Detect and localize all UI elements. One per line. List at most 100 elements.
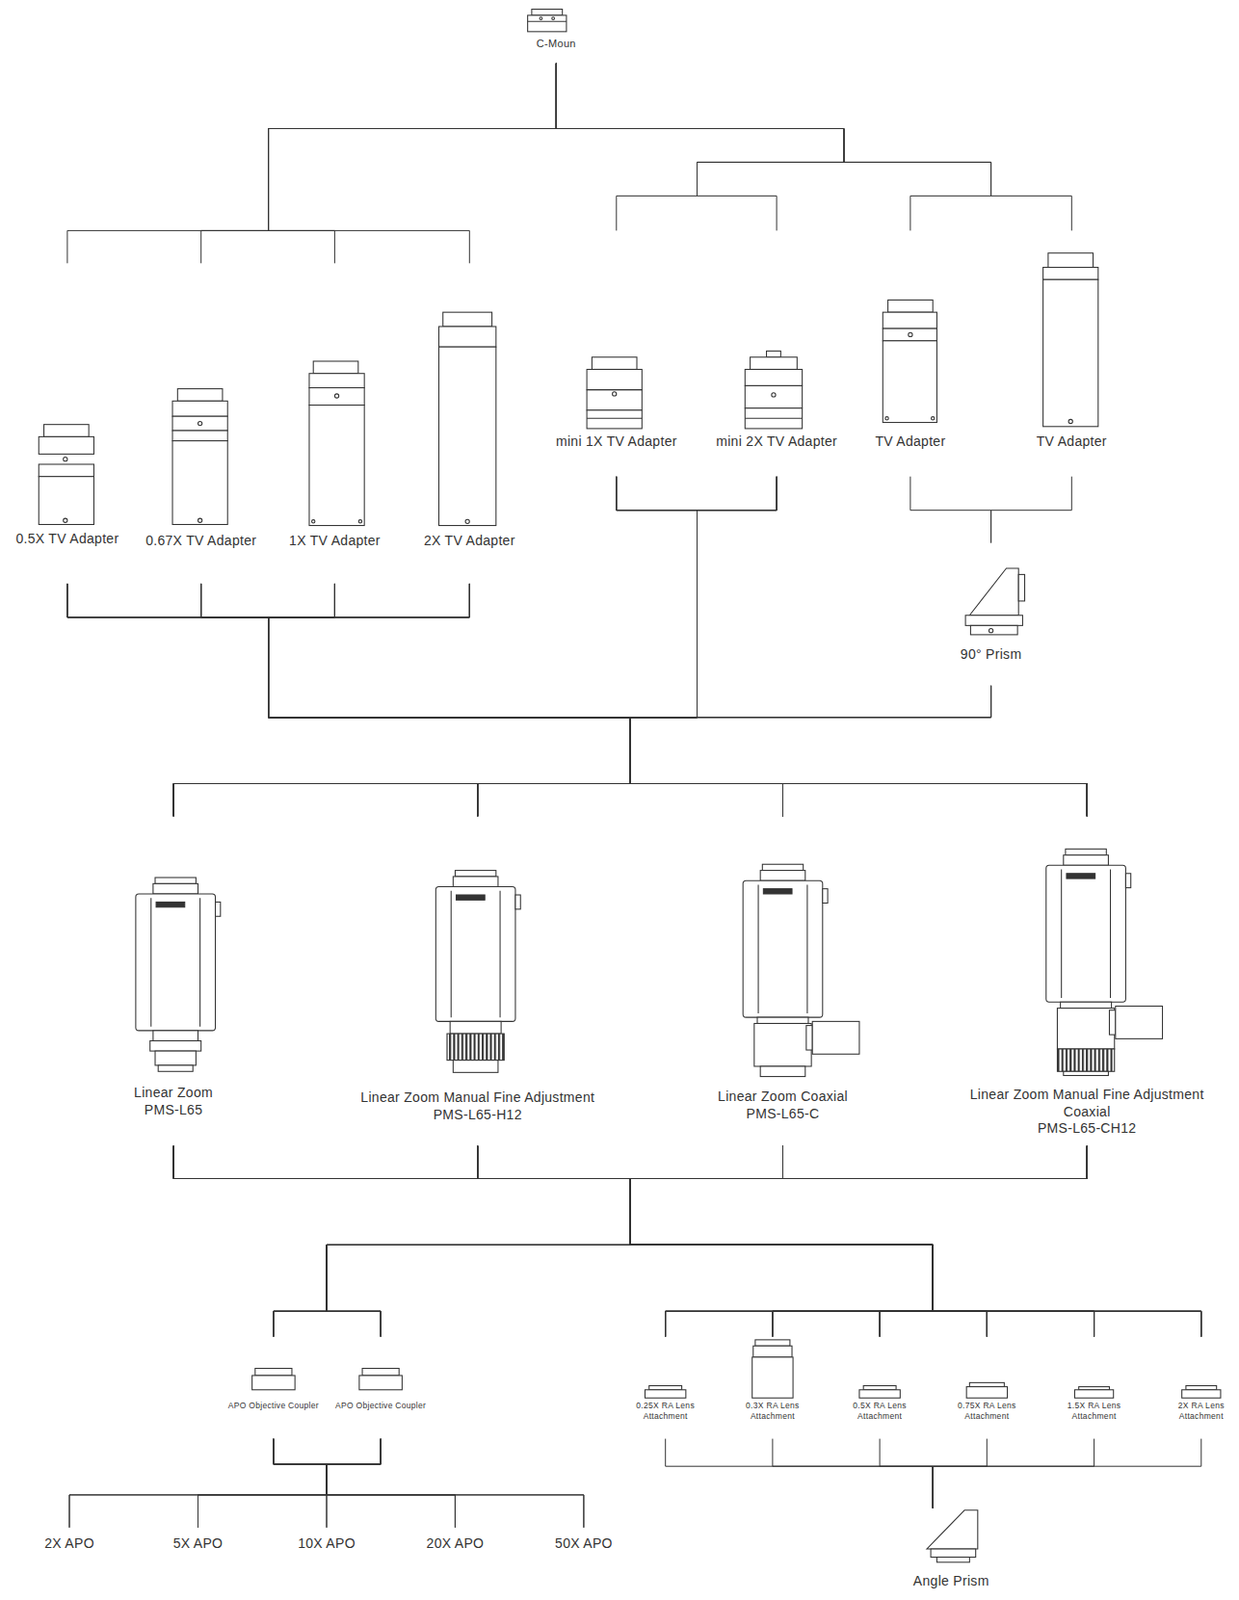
component-label: Linear Zoom Manual Fine Adjustment Coaxi…	[959, 1086, 1215, 1121]
connector-line	[477, 1146, 933, 1338]
connector-line	[201, 583, 784, 818]
connector-line	[67, 583, 631, 818]
connector-line	[273, 1439, 456, 1529]
connector-line	[630, 685, 1088, 818]
connector-line	[477, 476, 698, 818]
connector-line	[67, 583, 631, 818]
prism-drawing	[926, 1510, 978, 1563]
connector-line	[198, 1439, 382, 1529]
connector-line	[630, 476, 1088, 818]
adapter-drawing	[744, 350, 802, 429]
component-label: 5X APO	[169, 1535, 228, 1554]
connector-line	[879, 1439, 933, 1509]
connector-line	[268, 63, 557, 264]
connector-line	[326, 1439, 584, 1529]
component-node: Angle Prism	[905, 1508, 998, 1595]
connector-line	[630, 1146, 1088, 1338]
connector-line	[630, 1146, 1095, 1338]
connector-line	[268, 583, 784, 818]
connector-line	[173, 1146, 987, 1338]
component-label: 10X APO	[293, 1535, 360, 1554]
component-label: 2X APO	[40, 1535, 99, 1554]
connector-line	[910, 476, 992, 544]
connector-line	[198, 1439, 328, 1529]
component-node: 2X TV Adapter	[420, 263, 520, 584]
zoom-body-drawing	[435, 870, 521, 1074]
connector-line	[173, 1146, 630, 1338]
ra-lens-drawing	[644, 1340, 1220, 1398]
component-node: 50X APO	[551, 1528, 617, 1562]
component-node: 0.67X TV Adapter	[141, 263, 261, 584]
connector-line	[173, 1146, 933, 1338]
prism-drawing	[965, 568, 1025, 635]
connector-line	[477, 476, 777, 818]
component-label: 0.5X TV Adapter	[11, 530, 123, 549]
connector-line	[268, 63, 557, 264]
connector-line	[630, 1146, 1088, 1338]
zoom-body-drawing	[1046, 848, 1163, 1076]
component-label: 90° Prism	[956, 646, 1027, 664]
connector-line	[991, 476, 1073, 544]
component-label: APO Objective Coupler	[224, 1400, 323, 1412]
component-node: mini 1X TV Adapter	[552, 230, 682, 476]
connector-line	[268, 583, 631, 818]
connector-line	[477, 1146, 1202, 1338]
adapter-drawing	[172, 389, 228, 526]
component-node: 0.5X RA Lens Attachment	[844, 1337, 915, 1440]
connector-line	[273, 1146, 784, 1338]
connector-line	[477, 685, 992, 818]
component-label: 0.25X RA Lens Attachment	[634, 1400, 697, 1422]
component-label: TV Adapter	[870, 433, 950, 451]
connector-line	[630, 1146, 1095, 1338]
component-node: Linear Zoom Manual Fine AdjustmentPMS-L6…	[356, 816, 599, 1146]
component-node: mini 2X TV Adapter	[711, 230, 842, 476]
component-label: 50X APO	[551, 1535, 617, 1554]
connector-line	[477, 1146, 933, 1338]
connector-line	[268, 583, 1088, 818]
component-node: 1.5X RA Lens Attachment	[1059, 1337, 1130, 1440]
component-label: PMS-L65-H12	[356, 1107, 599, 1125]
adapter-drawing	[38, 424, 94, 526]
connector-line	[173, 583, 630, 818]
connector-line	[173, 583, 630, 818]
component-label: Linear Zoom	[127, 1084, 219, 1103]
adapter-drawing	[439, 312, 497, 526]
connector-line	[555, 63, 1072, 232]
connector-line	[326, 1146, 1087, 1338]
connector-line	[665, 1439, 934, 1509]
connector-line	[268, 583, 631, 818]
component-node: APO Objective Coupler	[331, 1337, 430, 1440]
component-node: Linear Zoom CoaxialPMS-L65-C	[713, 816, 852, 1146]
connector-line	[630, 476, 784, 818]
component-node: Linear ZoomPMS-L65	[127, 816, 219, 1146]
connector-line	[273, 1439, 584, 1529]
adapter-drawing	[309, 361, 365, 527]
connector-line	[173, 1146, 1202, 1338]
connector-line	[268, 583, 784, 818]
connector-line	[67, 583, 1087, 818]
component-node: C-Moun	[532, 3, 580, 63]
component-label: 0.67X TV Adapter	[141, 532, 261, 551]
component-label: PMS-L65-CH12	[959, 1120, 1215, 1138]
connector-line	[555, 63, 844, 232]
component-label: Linear Zoom Manual Fine Adjustment	[356, 1089, 599, 1108]
connector-line	[630, 1146, 934, 1338]
component-label: 2X RA Lens Attachment	[1170, 1400, 1233, 1422]
connector-line	[173, 1146, 1095, 1338]
component-node: 2X RA Lens Attachment	[1166, 1337, 1237, 1440]
component-node: TV Adapter	[870, 230, 950, 476]
component-label: 0.3X RA Lens Attachment	[741, 1400, 804, 1422]
component-label: mini 1X TV Adapter	[552, 433, 682, 451]
component-label: 0.5X RA Lens Attachment	[848, 1400, 911, 1422]
connector-line	[477, 1146, 1095, 1338]
connector-line	[616, 476, 1087, 818]
connector-line	[268, 583, 1088, 818]
adapter-drawing	[882, 299, 937, 422]
component-label: 1X TV Adapter	[285, 532, 385, 551]
component-label: 0.75X RA Lens Attachment	[955, 1400, 1018, 1422]
connector-line	[326, 1439, 455, 1529]
adapter-drawing	[1043, 253, 1099, 427]
